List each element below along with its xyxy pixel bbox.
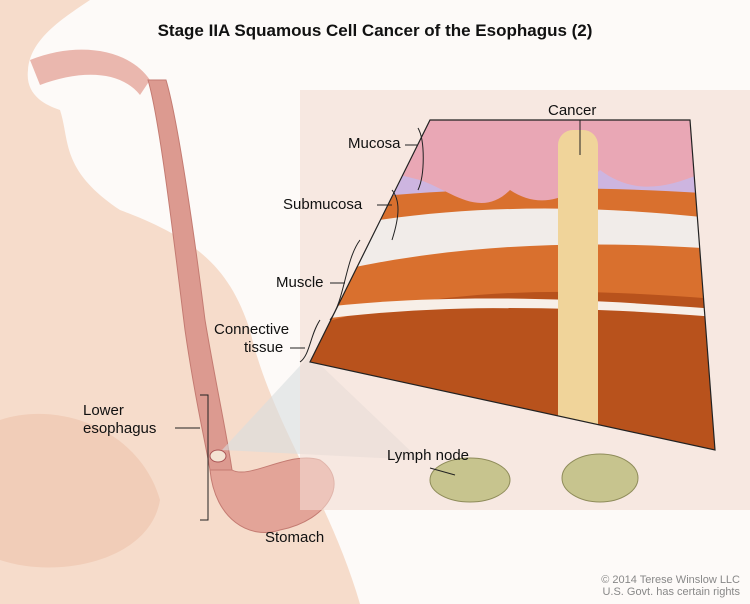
copyright-line: © 2014 Terese Winslow LLC [601, 574, 740, 586]
page-title: Stage IIA Squamous Cell Cancer of the Es… [157, 21, 593, 40]
cancer-column [558, 130, 598, 450]
throat-airway [30, 49, 150, 95]
breast [0, 413, 160, 568]
label-line: tissue [244, 339, 284, 356]
label-line: Lower [83, 402, 124, 419]
label-line: esophagus [83, 420, 157, 437]
label-cancer: Cancer [548, 102, 597, 119]
copyright-line: U.S. Govt. has certain rights [602, 586, 740, 598]
leader-lines [175, 120, 581, 521]
label-lymph-node: Lymph node [387, 447, 470, 464]
label-submucosa: Submucosa [283, 196, 363, 213]
tumor-marker [209, 449, 227, 463]
lymph-node [561, 453, 639, 503]
lymph-node [429, 457, 511, 503]
label-mucosa: Mucosa [348, 135, 401, 152]
label-muscle: Muscle [276, 274, 324, 291]
label-stomach: Stomach [265, 529, 325, 546]
label-line: Connective [214, 321, 290, 338]
wedge-outline [309, 119, 716, 451]
